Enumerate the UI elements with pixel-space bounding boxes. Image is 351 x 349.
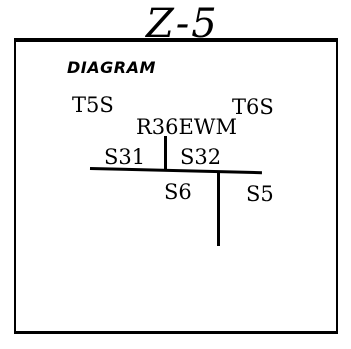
label-s5: S5 (246, 182, 274, 206)
section-line-south (217, 172, 220, 246)
diagram-heading: DIAGRAM (67, 58, 156, 77)
label-s6: S6 (164, 180, 192, 204)
section-line-north (164, 136, 167, 171)
diagram-frame (14, 38, 338, 334)
handwritten-code: Z-5 (146, 1, 219, 47)
label-s32: S32 (180, 145, 222, 169)
label-s31: S31 (104, 145, 146, 169)
label-r36ewm: R36EWM (136, 115, 237, 139)
label-t5s: T5S (72, 93, 114, 117)
label-t6s: T6S (232, 95, 274, 119)
